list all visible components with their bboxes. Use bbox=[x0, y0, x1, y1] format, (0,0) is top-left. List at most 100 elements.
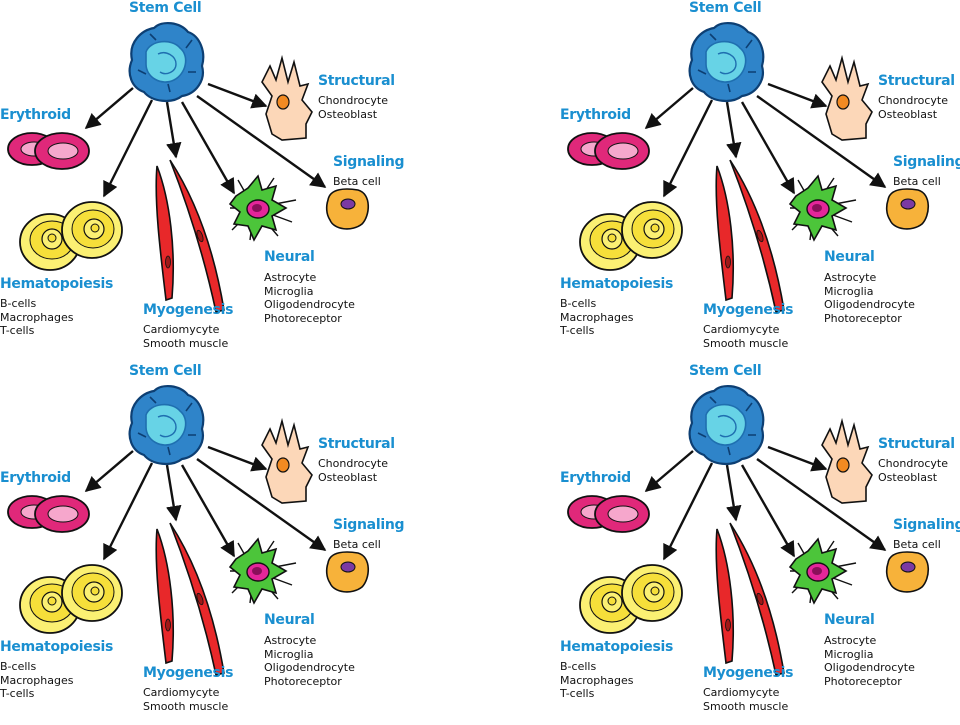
arrow-to-hematopoiesis bbox=[662, 462, 714, 561]
stem-cell-title: Stem Cell bbox=[689, 363, 762, 379]
arrow-to-structural bbox=[767, 445, 828, 472]
neural-label: Neural bbox=[264, 249, 315, 265]
hematopoiesis-item: Macrophages bbox=[0, 673, 74, 687]
structural-item: Osteoblast bbox=[878, 470, 938, 484]
myogenesis-items: Cardiomycyte Smooth muscle bbox=[703, 323, 788, 350]
stem-cell-diagram-panel: Stem Cell Structural Chondrocyte Osteobl… bbox=[0, 363, 560, 725]
myogenesis-item: Smooth muscle bbox=[703, 336, 789, 350]
erythroid-label: Erythroid bbox=[560, 470, 631, 486]
muscle-cell-icon bbox=[715, 159, 785, 313]
structural-item: Osteoblast bbox=[318, 107, 378, 121]
neural-item: Oligodendrocyte bbox=[264, 661, 355, 675]
arrow-to-structural bbox=[207, 445, 268, 472]
structural-item: Osteoblast bbox=[318, 470, 378, 484]
structural-label: Structural bbox=[878, 436, 955, 452]
chondrocyte-icon bbox=[261, 417, 313, 504]
arrows bbox=[644, 445, 887, 561]
chondrocyte-icon bbox=[261, 54, 313, 141]
signaling-label: Signaling bbox=[333, 154, 405, 170]
structural-items: Chondrocyte Osteoblast bbox=[318, 94, 388, 121]
arrow-to-neural bbox=[740, 101, 796, 195]
structural-items: Chondrocyte Osteoblast bbox=[318, 457, 388, 484]
stem-cell-icon bbox=[128, 385, 205, 465]
signaling-item: Beta cell bbox=[333, 175, 381, 188]
arrow-to-hematopoiesis bbox=[662, 99, 714, 198]
arrow-to-erythroid bbox=[644, 87, 694, 130]
hematopoiesis-items: B-cells Macrophages T-cells bbox=[0, 297, 73, 338]
arrow-to-signaling bbox=[756, 458, 887, 551]
blood-cell-icon bbox=[579, 564, 683, 634]
hematopoiesis-label: Hematopoiesis bbox=[560, 276, 674, 292]
structural-label: Structural bbox=[318, 436, 395, 452]
stem-cell-title: Stem Cell bbox=[689, 0, 762, 16]
myogenesis-items: Cardiomycyte Smooth muscle bbox=[703, 686, 788, 713]
myogenesis-item: Cardiomycyte bbox=[143, 686, 220, 699]
blood-cell-icon bbox=[19, 564, 123, 634]
red-blood-cell-icon bbox=[567, 132, 650, 170]
neural-item: Microglia bbox=[824, 647, 874, 661]
hematopoiesis-item: T-cells bbox=[560, 324, 595, 338]
lineage-drawing bbox=[7, 385, 370, 676]
arrow-to-signaling bbox=[196, 95, 327, 188]
myogenesis-item: Smooth muscle bbox=[143, 699, 229, 713]
neural-item: Astrocyte bbox=[264, 271, 317, 284]
signaling-label: Signaling bbox=[893, 154, 960, 170]
red-blood-cell-icon bbox=[7, 132, 90, 170]
stem-cell-icon bbox=[688, 385, 765, 465]
arrow-to-neural bbox=[180, 101, 236, 195]
myogenesis-item: Cardiomycyte bbox=[703, 323, 780, 336]
beta-cell-icon bbox=[885, 551, 930, 593]
myogenesis-item: Smooth muscle bbox=[703, 699, 789, 713]
signaling-items: Beta cell bbox=[333, 538, 381, 552]
hematopoiesis-label: Hematopoiesis bbox=[0, 639, 114, 655]
hematopoiesis-label: Hematopoiesis bbox=[0, 276, 114, 292]
hematopoiesis-item: B-cells bbox=[0, 660, 37, 673]
arrow-to-structural bbox=[767, 82, 828, 109]
structural-items: Chondrocyte Osteoblast bbox=[878, 94, 948, 121]
hematopoiesis-item: B-cells bbox=[560, 297, 597, 310]
signaling-items: Beta cell bbox=[893, 538, 941, 552]
blood-cell-icon bbox=[579, 201, 683, 271]
myogenesis-label: Myogenesis bbox=[703, 302, 794, 318]
blood-cell-icon bbox=[19, 201, 123, 271]
structural-label: Structural bbox=[878, 73, 955, 89]
hematopoiesis-items: B-cells Macrophages T-cells bbox=[560, 660, 633, 701]
signaling-label: Signaling bbox=[333, 517, 405, 533]
hematopoiesis-item: B-cells bbox=[0, 297, 37, 310]
lineage-drawing bbox=[567, 385, 930, 676]
neural-item: Photoreceptor bbox=[264, 311, 342, 325]
neural-label: Neural bbox=[824, 612, 875, 628]
neuron-icon bbox=[228, 537, 297, 605]
arrow-to-hematopoiesis bbox=[102, 462, 154, 561]
signaling-items: Beta cell bbox=[333, 175, 381, 189]
neural-item: Photoreceptor bbox=[824, 311, 902, 325]
hematopoiesis-item: T-cells bbox=[560, 687, 595, 701]
neural-items: Astrocyte Microglia Oligodendrocyte Phot… bbox=[824, 634, 915, 688]
structural-items: Chondrocyte Osteoblast bbox=[878, 457, 948, 484]
erythroid-label: Erythroid bbox=[560, 107, 631, 123]
signaling-item: Beta cell bbox=[893, 175, 941, 188]
muscle-cell-icon bbox=[155, 522, 225, 676]
neural-label: Neural bbox=[264, 612, 315, 628]
muscle-cell-icon bbox=[155, 159, 225, 313]
arrow-to-signaling bbox=[756, 95, 887, 188]
neural-items: Astrocyte Microglia Oligodendrocyte Phot… bbox=[264, 271, 355, 325]
neural-label: Neural bbox=[824, 249, 875, 265]
hematopoiesis-item: T-cells bbox=[0, 324, 35, 338]
red-blood-cell-icon bbox=[7, 495, 90, 533]
hematopoiesis-item: Macrophages bbox=[560, 310, 634, 324]
structural-item: Osteoblast bbox=[878, 107, 938, 121]
structural-item: Chondrocyte bbox=[318, 457, 388, 470]
arrow-to-neural bbox=[740, 464, 796, 558]
neural-item: Microglia bbox=[824, 284, 874, 298]
arrows bbox=[84, 445, 327, 561]
arrow-to-signaling bbox=[196, 458, 327, 551]
neural-item: Oligodendrocyte bbox=[264, 298, 355, 312]
signaling-items: Beta cell bbox=[893, 175, 941, 189]
stem-cell-icon bbox=[688, 22, 765, 102]
hematopoiesis-items: B-cells Macrophages T-cells bbox=[560, 297, 633, 338]
neuron-icon bbox=[788, 537, 857, 605]
myogenesis-item: Cardiomycyte bbox=[143, 323, 220, 336]
neural-item: Astrocyte bbox=[824, 634, 877, 647]
myogenesis-item: Cardiomycyte bbox=[703, 686, 780, 699]
